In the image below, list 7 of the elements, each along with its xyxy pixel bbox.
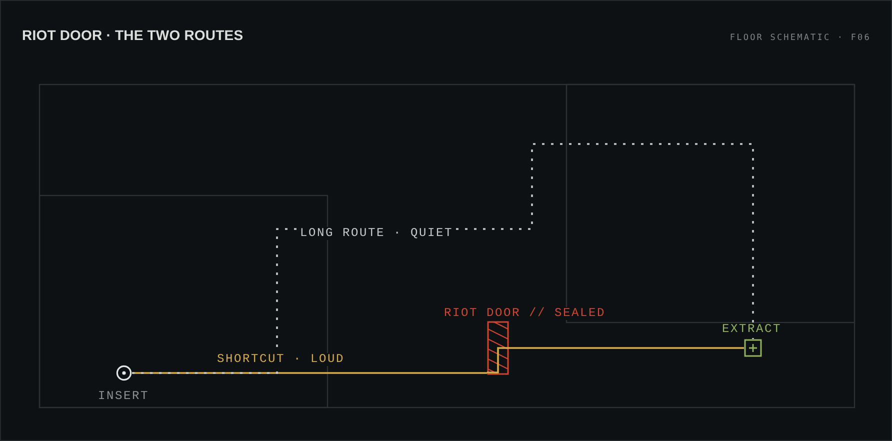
diagram-title: RIOT DOOR · THE TWO ROUTES xyxy=(22,27,244,44)
sheet-reference: FLOOR SCHEMATIC · F06 xyxy=(730,33,871,44)
target-ring-icon xyxy=(116,365,132,381)
plus-square-icon xyxy=(744,339,762,357)
route-line xyxy=(132,372,487,374)
hatched-door-icon xyxy=(487,321,509,375)
route-line xyxy=(509,347,744,349)
